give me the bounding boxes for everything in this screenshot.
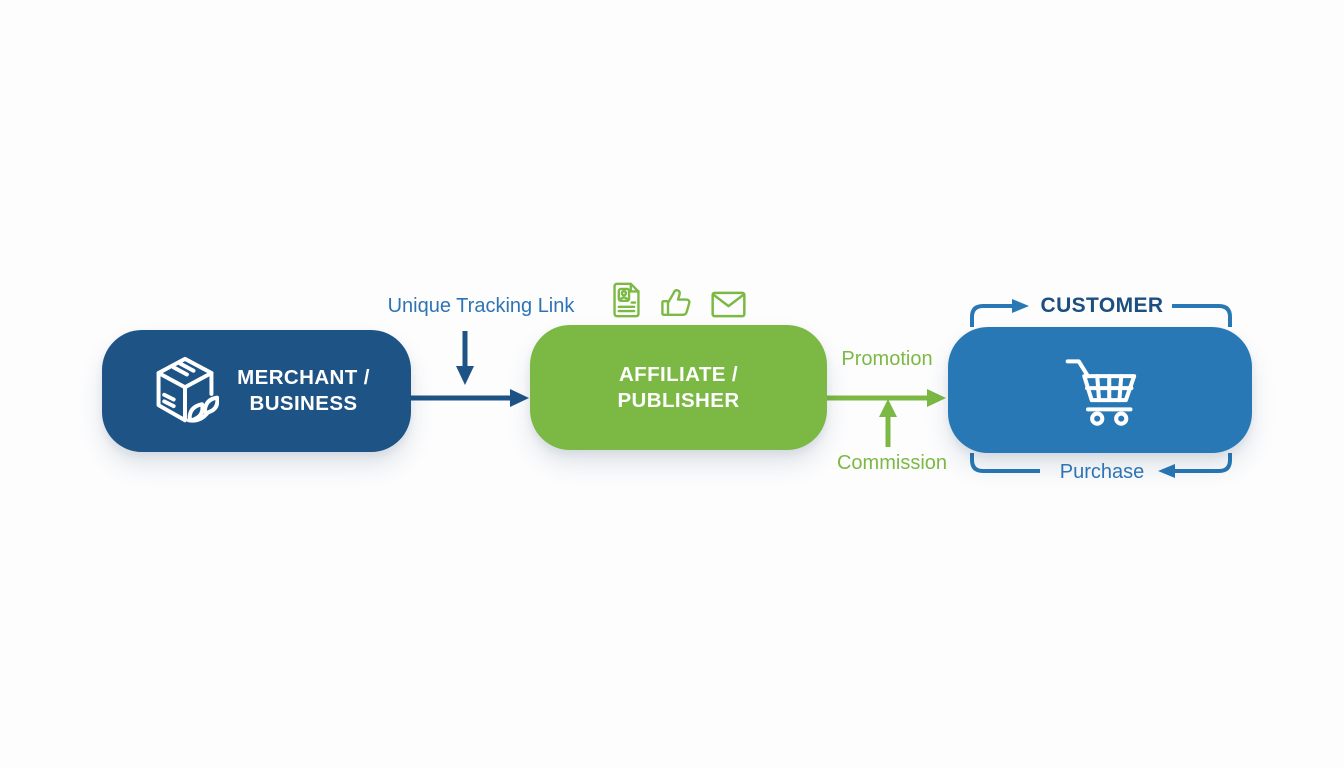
- purchase-left-arrow-bracket: [1158, 453, 1232, 478]
- commission-up-arrow: [879, 399, 897, 447]
- affiliate-channel-icons: [612, 282, 746, 318]
- purchase-label: Purchase: [1059, 461, 1145, 483]
- customer-label: CUSTOMER: [1040, 294, 1164, 317]
- thumbs-up-icon: [661, 289, 691, 316]
- customer-top-left-bracket-arrow: [970, 299, 1029, 327]
- merchant-label-line1: MERCHANT /: [237, 366, 370, 389]
- tracking-link-label: Unique Tracking Link: [387, 295, 575, 317]
- customer-node: [948, 327, 1252, 453]
- affiliate-label-line2: PUBLISHER: [617, 388, 740, 412]
- merchant-label-line2: BUSINESS: [249, 392, 358, 415]
- package-with-leaves-icon: [156, 356, 220, 423]
- affiliate-to-customer-arrow: [827, 389, 946, 407]
- tracking-link-down-arrow: [456, 331, 474, 385]
- merchant-to-affiliate-arrow: [403, 389, 529, 407]
- affiliate-label-line1: AFFILIATE /: [618, 362, 739, 386]
- merchant-node: MERCHANT / BUSINESS: [102, 330, 411, 452]
- document-badge-icon: [613, 282, 640, 318]
- merchant-label: MERCHANT / BUSINESS: [237, 365, 370, 417]
- customer-top-right-bracket: [1172, 304, 1232, 327]
- promotion-label: Promotion: [841, 348, 933, 370]
- affiliate-node: AFFILIATE / PUBLISHER: [530, 325, 827, 450]
- envelope-icon: [711, 291, 746, 318]
- shopping-cart-icon: [1065, 359, 1137, 426]
- affiliate-label: AFFILIATE / PUBLISHER: [617, 362, 739, 414]
- commission-label: Commission: [836, 452, 948, 474]
- customer-bottom-left-bracket: [970, 453, 1040, 473]
